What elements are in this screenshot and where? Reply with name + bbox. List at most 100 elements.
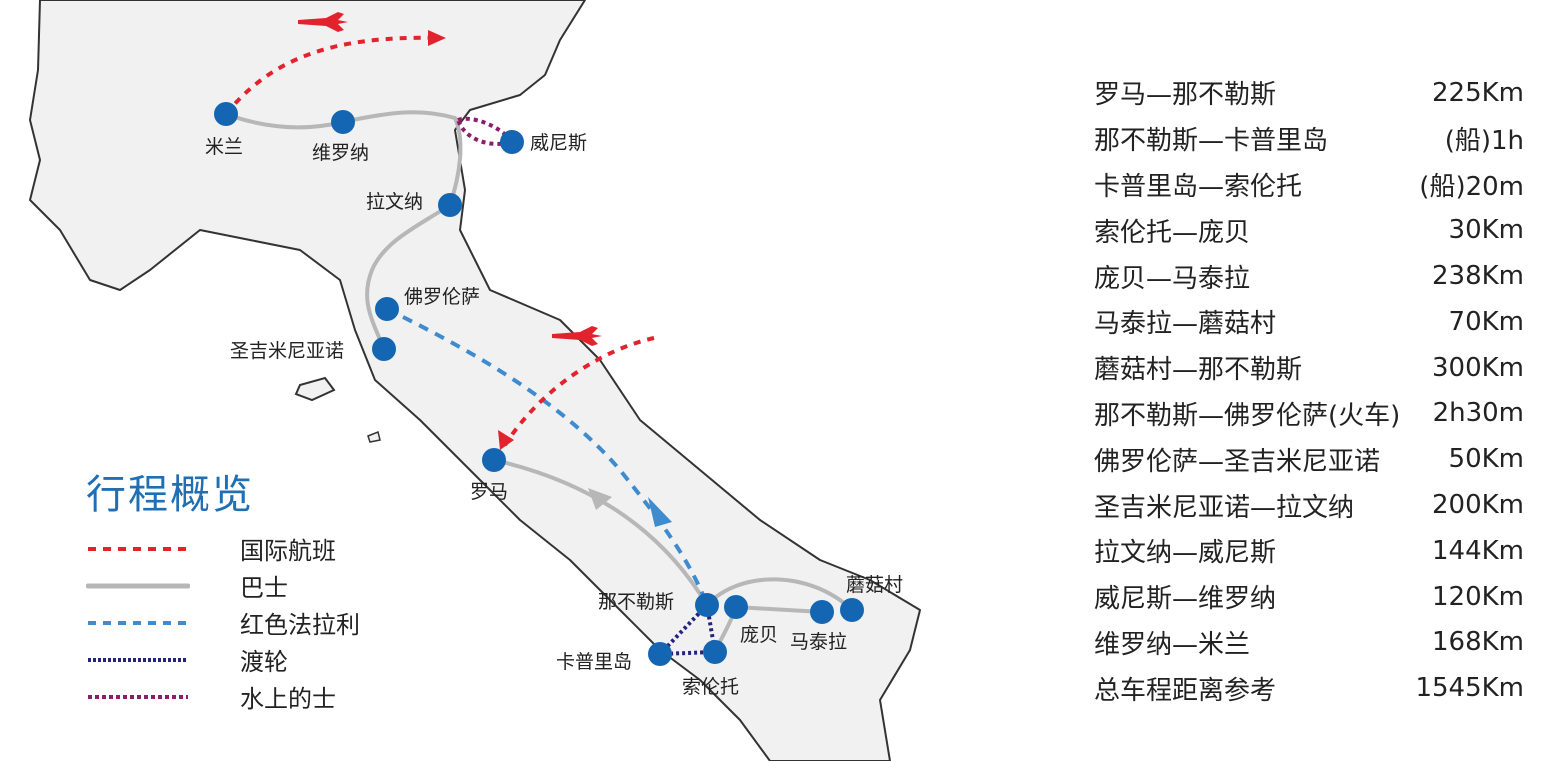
city-marker-ravenna[interactable] bbox=[438, 193, 462, 217]
route-value: 144Km bbox=[1431, 535, 1524, 566]
legend-swatch-ferry bbox=[88, 657, 188, 662]
city-marker-venice[interactable] bbox=[500, 130, 524, 154]
route-label: 总车程距离参考 bbox=[1094, 675, 1277, 706]
legend-swatch-flight bbox=[88, 546, 188, 551]
route-value: 50Km bbox=[1448, 444, 1524, 475]
city-label-capri: 卡普里岛 bbox=[556, 651, 632, 673]
route-label: 索伦托—庞贝 bbox=[1094, 217, 1251, 248]
distance-row: 拉文纳—威尼斯 144Km bbox=[1094, 528, 1524, 574]
city-label-san-gimignano: 圣吉米尼亚诺 bbox=[230, 340, 344, 362]
city-marker-alberobello[interactable] bbox=[840, 598, 864, 622]
distance-row: 卡普里岛—索伦托 (船)20m bbox=[1094, 162, 1524, 208]
route-label: 那不勒斯—佛罗伦萨(火车) bbox=[1094, 400, 1401, 431]
city-marker-rome[interactable] bbox=[482, 448, 506, 472]
city-label-alberobello: 蘑菇村 bbox=[846, 574, 903, 596]
city-marker-naples[interactable] bbox=[695, 593, 719, 617]
legend-label: 红色法拉利 bbox=[240, 611, 360, 639]
route-value: 225Km bbox=[1431, 77, 1524, 108]
distance-table: 罗马—那不勒斯 225Km 那不勒斯—卡普里岛 (船)1h 卡普里岛—索伦托 (船)2… bbox=[1094, 70, 1524, 711]
route-value: 168Km bbox=[1431, 627, 1524, 658]
route-value: 30Km bbox=[1448, 215, 1524, 246]
airplane-icon bbox=[552, 326, 602, 346]
distance-row: 索伦托—庞贝 30Km bbox=[1094, 207, 1524, 253]
route-value: (船)20m bbox=[1419, 171, 1524, 202]
route-label: 马泰拉—蘑菇村 bbox=[1094, 309, 1277, 340]
route-label: 拉文纳—威尼斯 bbox=[1094, 538, 1277, 569]
route-label: 圣吉米尼亚诺—拉文纳 bbox=[1094, 492, 1355, 523]
legend-item-ferry: 渡轮 bbox=[86, 641, 360, 678]
distance-row: 马泰拉—蘑菇村 70Km bbox=[1094, 299, 1524, 345]
bus-route-north bbox=[225, 110, 463, 350]
route-value: 200Km bbox=[1431, 490, 1524, 521]
legend-swatch-water-taxi bbox=[88, 694, 188, 699]
distance-row: 庞贝—马泰拉 238Km bbox=[1094, 253, 1524, 299]
route-value: (船)1h bbox=[1444, 126, 1524, 157]
distance-row: 罗马—那不勒斯 225Km bbox=[1094, 70, 1524, 116]
route-label: 维罗纳—米兰 bbox=[1094, 629, 1251, 660]
legend: 国际航班 巴士 红色法拉利 渡轮 水上的士 bbox=[86, 530, 360, 715]
flight-route-out bbox=[224, 35, 441, 116]
city-label-ravenna: 拉文纳 bbox=[366, 191, 423, 213]
distance-total-row: 总车程距离参考 1545Km bbox=[1094, 665, 1524, 711]
route-label: 卡普里岛—索伦托 bbox=[1094, 171, 1303, 202]
bus-arrow bbox=[588, 488, 612, 510]
distance-row: 佛罗伦萨—圣吉米尼亚诺 50Km bbox=[1094, 436, 1524, 482]
city-marker-pompeii[interactable] bbox=[724, 595, 748, 619]
route-value: 300Km bbox=[1431, 352, 1524, 383]
city-marker-matera[interactable] bbox=[810, 600, 834, 624]
legend-label: 渡轮 bbox=[240, 648, 288, 676]
route-value: 70Km bbox=[1448, 306, 1524, 337]
distance-row: 威尼斯—维罗纳 120Km bbox=[1094, 574, 1524, 620]
route-label: 蘑菇村—那不勒斯 bbox=[1094, 355, 1303, 386]
city-label-verona: 维罗纳 bbox=[312, 142, 369, 164]
legend-label: 国际航班 bbox=[240, 537, 336, 565]
city-marker-san-gimignano[interactable] bbox=[372, 337, 396, 361]
city-label-rome: 罗马 bbox=[470, 481, 508, 503]
route-label: 佛罗伦萨—圣吉米尼亚诺 bbox=[1094, 446, 1381, 477]
city-label-florence: 佛罗伦萨 bbox=[404, 286, 480, 308]
legend-title: 行程概览 bbox=[86, 472, 254, 518]
distance-row: 维罗纳—米兰 168Km bbox=[1094, 620, 1524, 666]
city-marker-milan[interactable] bbox=[214, 102, 238, 126]
route-label: 那不勒斯—卡普里岛 bbox=[1094, 126, 1329, 157]
city-label-pompeii: 庞贝 bbox=[740, 624, 778, 646]
legend-swatch-bus bbox=[86, 583, 190, 588]
city-marker-capri[interactable] bbox=[648, 642, 672, 666]
city-marker-sorrento[interactable] bbox=[703, 640, 727, 664]
flight-arrow-out bbox=[428, 30, 446, 46]
legend-label: 水上的士 bbox=[240, 685, 336, 713]
flight-route-in bbox=[503, 336, 655, 447]
legend-label: 巴士 bbox=[240, 574, 288, 602]
distance-row: 那不勒斯—卡普里岛 (船)1h bbox=[1094, 116, 1524, 162]
water-taxi-route bbox=[455, 116, 516, 146]
route-value: 120Km bbox=[1431, 581, 1524, 612]
route-value: 238Km bbox=[1431, 261, 1524, 292]
distance-row: 蘑菇村—那不勒斯 300Km bbox=[1094, 345, 1524, 391]
legend-item-water-taxi: 水上的士 bbox=[86, 678, 360, 715]
distance-row: 圣吉米尼亚诺—拉文纳 200Km bbox=[1094, 482, 1524, 528]
route-label: 庞贝—马泰拉 bbox=[1094, 263, 1251, 294]
ferrari-route bbox=[386, 307, 709, 606]
city-label-matera: 马泰拉 bbox=[790, 631, 847, 653]
flight-arrow-in bbox=[498, 430, 514, 450]
legend-item-bus: 巴士 bbox=[86, 567, 360, 604]
distance-row: 那不勒斯—佛罗伦萨(火车) 2h30m bbox=[1094, 391, 1524, 437]
route-label: 威尼斯—维罗纳 bbox=[1094, 584, 1277, 615]
city-label-naples: 那不勒斯 bbox=[598, 591, 674, 613]
legend-item-flight: 国际航班 bbox=[86, 530, 360, 567]
route-value: 1545Km bbox=[1415, 673, 1524, 704]
legend-swatch-ferrari bbox=[88, 620, 188, 625]
airplane-icon bbox=[298, 12, 348, 32]
ferrari-arrow bbox=[648, 497, 672, 527]
legend-item-ferrari: 红色法拉利 bbox=[86, 604, 360, 641]
island-small bbox=[367, 430, 381, 443]
city-marker-florence[interactable] bbox=[375, 297, 399, 321]
italy-landmass bbox=[29, 0, 921, 761]
island-elba bbox=[294, 376, 336, 402]
ferry-route bbox=[655, 600, 718, 657]
city-label-venice: 威尼斯 bbox=[530, 132, 587, 154]
route-value: 2h30m bbox=[1432, 398, 1524, 429]
route-label: 罗马—那不勒斯 bbox=[1094, 80, 1277, 111]
city-marker-verona[interactable] bbox=[331, 110, 355, 134]
